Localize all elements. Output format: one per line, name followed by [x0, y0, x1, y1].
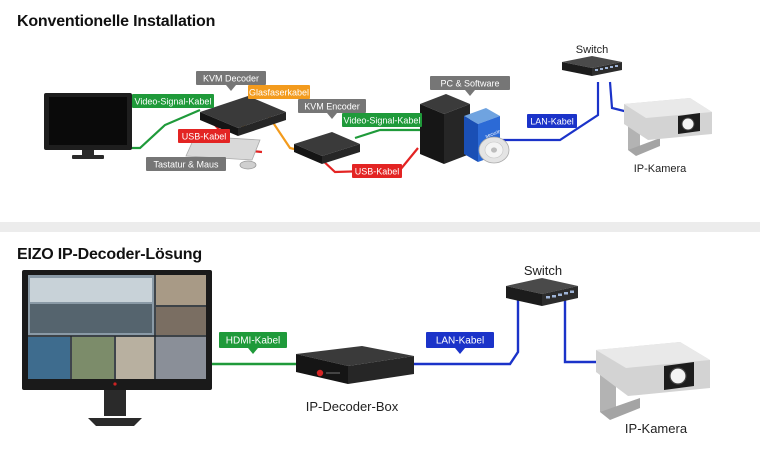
decoder-lan-cable	[412, 296, 520, 366]
tag-kvm-decoder: KVM Decoder	[196, 71, 266, 91]
tag-kvm-decoder-text: KVM Decoder	[203, 74, 259, 84]
tag-video-cable-2-text: Video-Signal-Kabel	[344, 116, 421, 126]
tag-usb-cable-1-text: USB-Kabel	[182, 132, 227, 142]
kvm-encoder-device	[294, 132, 360, 164]
switch-camera-lan-bottom	[563, 296, 604, 364]
eizo-diagram: HDMI-Kabel LAN-Kabel IP-Decoder-Box Swit…	[22, 263, 710, 436]
ip-decoder-box-device	[296, 346, 414, 384]
tag-fiber-cable-text: Glasfaserkabel	[249, 88, 309, 98]
conventional-tags: KVM Decoder Glasfaserkabel KVM Encoder P…	[132, 71, 577, 178]
tag-video-cable: Video-Signal-Kabel	[132, 94, 214, 108]
cd-disc	[478, 136, 510, 164]
pc-tower-device	[420, 94, 470, 164]
tag-kvm-encoder: KVM Encoder	[298, 99, 366, 119]
eizo-solution-panel: EIZO IP-Decoder-Lösung	[0, 232, 760, 456]
ip-camera-device-bottom	[596, 342, 710, 420]
tag-usb-cable-1: USB-Kabel	[178, 129, 230, 143]
tag-keyboard-mouse: Tastatur & Maus	[146, 157, 226, 171]
monitor-device	[44, 93, 132, 159]
switch-device-top	[562, 56, 622, 76]
switch-label-top: Switch	[576, 44, 608, 56]
tag-video-cable-text: Video-Signal-Kabel	[135, 97, 212, 107]
tag-lan-cable-bottom-text: LAN-Kabel	[436, 336, 484, 347]
tag-kvm-encoder-text: KVM Encoder	[304, 102, 360, 112]
eizo-cables	[212, 296, 604, 366]
switch-device-bottom	[506, 278, 578, 306]
svg-text:security: security	[485, 128, 504, 140]
tag-usb-cable-2: USB-Kabel	[352, 164, 402, 178]
tag-video-cable-2: Video-Signal-Kabel	[342, 113, 422, 127]
ip-camera-device-top	[624, 98, 712, 156]
tag-fiber-cable: Glasfaserkabel	[248, 85, 310, 99]
tag-pc-software-text: PC & Software	[440, 79, 499, 89]
video-wall-monitor	[22, 270, 212, 426]
switch-camera-lan	[608, 81, 629, 114]
tag-hdmi-cable: HDMI-Kabel	[219, 332, 287, 354]
camera-label-top: IP-Kamera	[634, 163, 687, 175]
encoder-video-cable	[354, 128, 420, 140]
tag-usb-cable-2-text: USB-Kabel	[355, 167, 400, 177]
tag-pc-software: PC & Software	[430, 76, 510, 96]
decoder-label: IP-Decoder-Box	[306, 399, 399, 414]
eizo-title: EIZO IP-Decoder-Lösung	[17, 246, 202, 263]
tag-hdmi-cable-text: HDMI-Kabel	[226, 336, 280, 347]
tag-keyboard-mouse-text: Tastatur & Maus	[153, 160, 219, 170]
switch-label-bottom: Switch	[524, 263, 562, 278]
tag-lan-cable-top: LAN-Kabel	[527, 114, 577, 128]
conventional-diagram: security	[44, 44, 712, 178]
camera-label-bottom: IP-Kamera	[625, 421, 688, 436]
conventional-installation-panel: Konventionelle Installation	[0, 0, 760, 222]
pc-lan-cable	[500, 82, 600, 142]
tag-lan-cable-top-text: LAN-Kabel	[530, 117, 574, 127]
tag-lan-cable-bottom: LAN-Kabel	[426, 332, 494, 354]
conventional-title: Konventionelle Installation	[17, 13, 216, 30]
